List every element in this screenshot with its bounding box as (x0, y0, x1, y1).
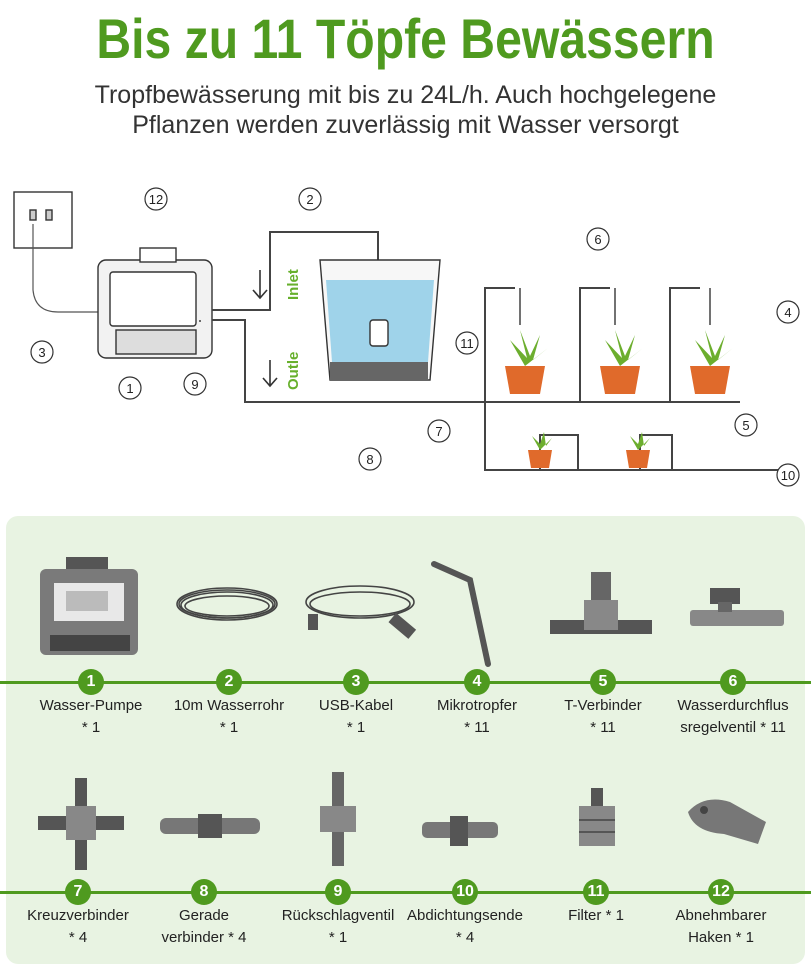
part-number-5: 5 (590, 669, 616, 695)
flow-valve-icon (690, 588, 784, 626)
part-number-7: 7 (65, 879, 91, 905)
inlet-label: Inlet (285, 269, 302, 300)
part-number-2: 2 (216, 669, 242, 695)
part-qty-1: * 1 (81, 719, 101, 736)
hook-icon (688, 799, 766, 844)
part-qty-5: * 11 (590, 719, 616, 736)
part-name-10: Abdichtungsende (407, 907, 523, 924)
callout-7: 7 (435, 424, 442, 439)
part-name-11: Filter * 1 (568, 907, 624, 924)
part-qty-2: * 1 (219, 719, 239, 736)
part-qty-10: * 4 (455, 929, 475, 946)
part-name-4: Mikrotropfer (436, 697, 518, 714)
part-qty-4: * 11 (464, 719, 490, 736)
part-name-9: Rückschlagventil (281, 907, 395, 924)
part-name-12: Abnehmbarer (675, 907, 767, 924)
part-number-1: 1 (78, 669, 104, 695)
straight-connector-icon (160, 814, 260, 838)
part-qty-7: * 4 (68, 929, 88, 946)
callout-4: 4 (784, 305, 791, 320)
subtitle-line-1: Tropfbewässerung mit bis zu 24L/h. Auch … (94, 81, 717, 109)
part-number-12: 12 (708, 879, 734, 905)
row-1-line (0, 681, 811, 684)
callout-1: 1 (126, 381, 133, 396)
part-number-8: 8 (191, 879, 217, 905)
hose-icon (176, 587, 278, 621)
t-connector-icon (550, 572, 652, 634)
pump-icon (40, 557, 138, 655)
callout-12: 12 (149, 192, 163, 207)
callout-5: 5 (742, 418, 749, 433)
outlet-label: Outle (285, 352, 302, 390)
subtitle-line-2: Pflanzen werden zuverlässig mit Wasser v… (132, 111, 679, 139)
part-name-8: Gerade (178, 907, 230, 924)
part-name-5: T-Verbinder (564, 697, 642, 714)
part-number-4: 4 (464, 669, 490, 695)
callout-9: 9 (191, 377, 198, 392)
part-number-10: 10 (452, 879, 478, 905)
page-subtitle: Tropfbewässerung mit bis zu 24L/h. Auch … (40, 80, 771, 140)
part-number-9: 9 (325, 879, 351, 905)
part-name-12-line2: Haken * 1 (688, 929, 754, 946)
parts-panel (6, 516, 805, 964)
filter-icon (579, 788, 615, 846)
part-name-6-line2: sregelventil * 11 (680, 719, 786, 736)
wall-socket (13, 191, 73, 249)
callout-8: 8 (366, 452, 373, 467)
part-name-1: Wasser-Pumpe (39, 697, 143, 714)
callout-2: 2 (306, 192, 313, 207)
system-diagram: Inlet Outle 1 2 3 4 5 6 7 8 9 10 11 12 (13, 187, 800, 487)
row-2-line (0, 891, 811, 894)
cross-connector-icon (38, 778, 124, 870)
callout-10: 10 (781, 468, 795, 483)
part-name-6: Wasserdurchflus (677, 697, 789, 714)
callout-11: 11 (460, 336, 474, 351)
drip-stake-icon (431, 561, 491, 667)
part-name-7: Kreuzverbinder (27, 907, 129, 924)
part-number-6: 6 (720, 669, 746, 695)
part-number-3: 3 (343, 669, 369, 695)
usb-cable-icon (305, 585, 417, 639)
callout-3: 3 (38, 345, 45, 360)
part-qty-9: * 1 (328, 929, 348, 946)
page-title: Bis zu 11 Töpfe Bewässern (96, 7, 715, 70)
callout-6: 6 (594, 232, 601, 247)
part-name-8-line2: verbinder * 4 (161, 929, 247, 946)
plant-pots (505, 330, 733, 468)
check-valve-icon (320, 772, 356, 866)
part-name-3: USB-Kabel (318, 697, 394, 714)
part-name-2: 10m Wasserrohr (173, 697, 285, 714)
part-qty-3: * 1 (346, 719, 366, 736)
part-number-11: 11 (583, 879, 609, 905)
end-plug-icon (422, 816, 498, 846)
